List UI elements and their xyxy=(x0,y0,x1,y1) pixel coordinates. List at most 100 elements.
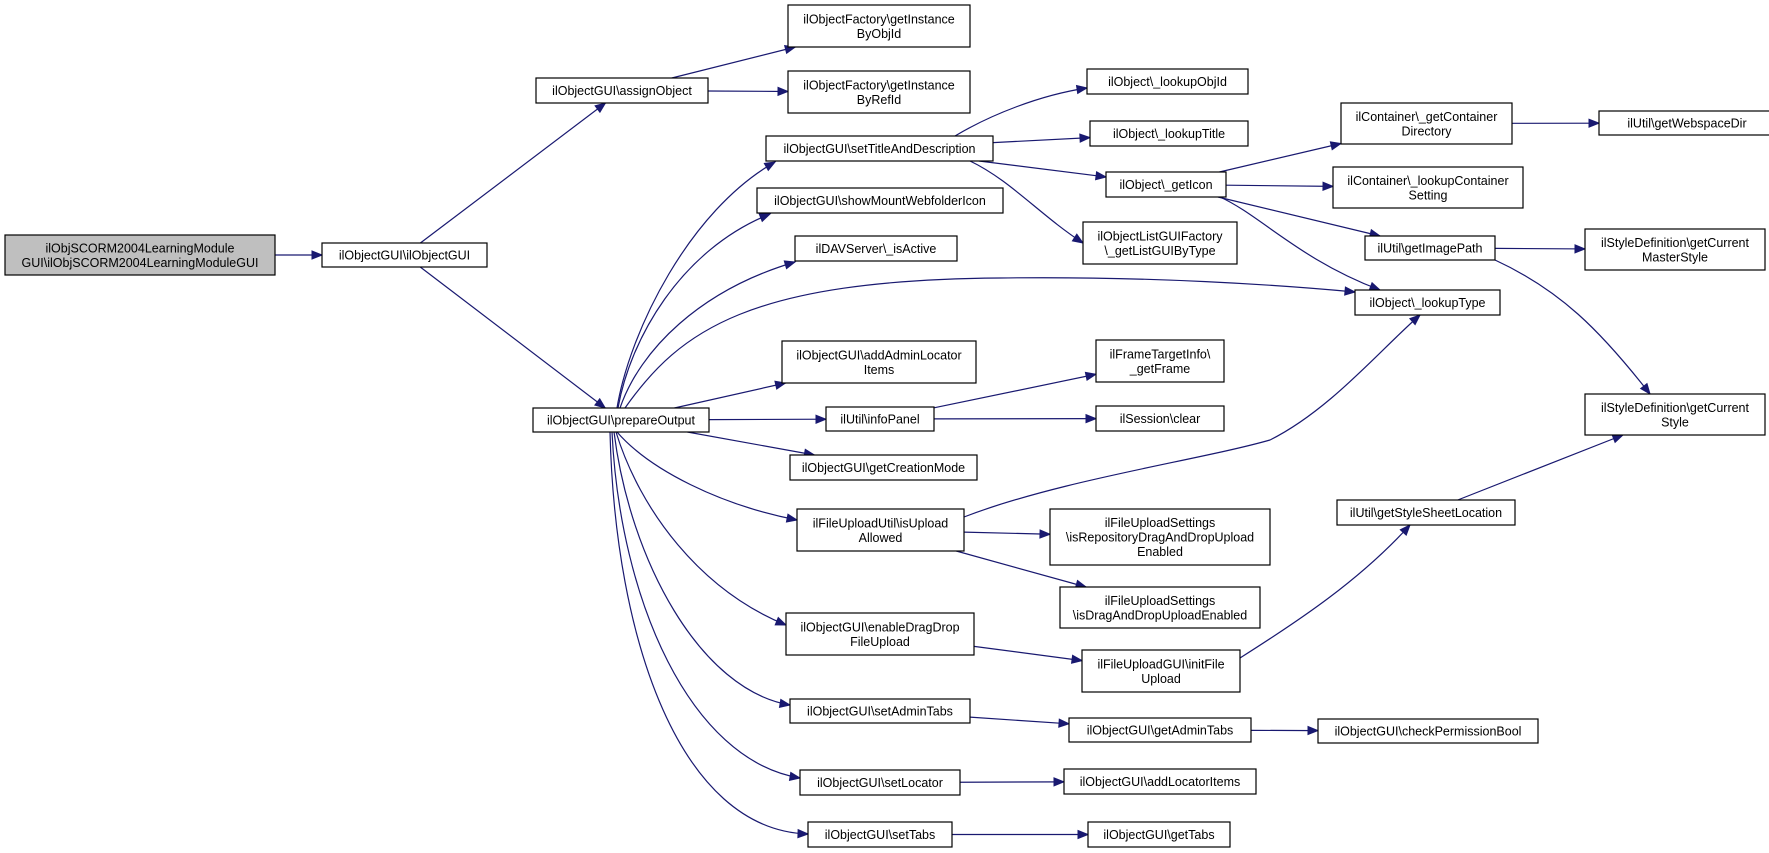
graph-node-cssLoc[interactable]: ilUtil\getStyleSheetLocation xyxy=(1336,499,1516,526)
edge-imgPath-to-curStyle xyxy=(1494,259,1651,396)
node-box xyxy=(1082,221,1238,265)
graph-node-setTitle[interactable]: ilObjectGUI\setTitleAndDescription xyxy=(765,135,994,162)
graph-node-setTabs[interactable]: ilObjectGUI\setTabs xyxy=(807,821,953,848)
edge-prep-to-setAdminTabs xyxy=(613,431,792,708)
node-label: ilObjectGUI\prepareOutput xyxy=(547,414,696,428)
graph-node-getAdminTabs[interactable]: ilObjectGUI\getAdminTabs xyxy=(1068,717,1252,743)
graph-node-ctor[interactable]: ilObjectGUI\ilObjectGUI xyxy=(321,242,488,268)
edge-ctor-to-assign xyxy=(420,102,607,244)
graph-node-repoDD[interactable]: ilFileUploadSettings\isRepositoryDragAnd… xyxy=(1049,508,1271,566)
graph-node-setLocator[interactable]: ilObjectGUI\setLocator xyxy=(799,769,961,796)
node-box xyxy=(781,340,977,384)
node-label: FileUpload xyxy=(850,635,910,649)
graph-node-setAdminTabs[interactable]: ilObjectGUI\setAdminTabs xyxy=(789,698,971,724)
node-label: ilObjectGUI\checkPermissionBool xyxy=(1335,725,1522,739)
graph-node-imgPath[interactable]: ilUtil\getImagePath xyxy=(1364,235,1496,261)
node-box xyxy=(1095,405,1225,432)
node-label: \isDragAndDropUploadEnabled xyxy=(1073,608,1247,622)
graph-node-getIcon[interactable]: ilObject\_getIcon xyxy=(1105,171,1227,198)
node-label: Setting xyxy=(1409,188,1448,202)
node-label: ilObject\_getIcon xyxy=(1119,178,1212,192)
node-box xyxy=(1089,120,1249,147)
node-label: Allowed xyxy=(859,531,903,545)
node-box xyxy=(1068,717,1252,743)
node-label: ilObjectGUI\addLocatorItems xyxy=(1080,775,1241,789)
graph-node-ddEnabled[interactable]: ilFileUploadSettings\isDragAndDropUpload… xyxy=(1059,586,1261,629)
node-box xyxy=(1105,171,1227,198)
node-label: ilObjectGUI\enableDragDrop xyxy=(800,620,959,634)
edge-setTabs-to-getTabs xyxy=(952,829,1090,840)
node-label: ilObjectFactory\getInstance xyxy=(803,12,955,26)
node-label: ilStyleDefinition\getCurrent xyxy=(1601,236,1750,250)
node-label: ilObjectGUI\getCreationMode xyxy=(802,461,965,475)
graph-node-listGUI[interactable]: ilObjectListGUIFactory\_getListGUIByType xyxy=(1082,221,1238,265)
node-box xyxy=(765,135,994,162)
graph-node-getTabs[interactable]: ilObjectGUI\getTabs xyxy=(1087,821,1231,848)
node-label: ilObjectGUI\setTabs xyxy=(825,828,935,842)
graph-node-info[interactable]: ilUtil\infoPanel xyxy=(825,406,935,432)
node-box xyxy=(1086,68,1249,95)
graph-node-getFrame[interactable]: ilFrameTargetInfo\_getFrame xyxy=(1095,339,1225,383)
node-label: ilObject\_lookupType xyxy=(1369,296,1485,310)
edge-uploadAllowed-to-repoDD xyxy=(963,529,1052,539)
graph-node-webspace[interactable]: ilUtil\getWebspaceDir xyxy=(1598,110,1769,136)
edge-info-to-sessClear xyxy=(933,413,1098,424)
graph-node-lookupObjId[interactable]: ilObject\_lookupObjId xyxy=(1086,68,1249,95)
graph-node-checkPerm[interactable]: ilObjectGUI\checkPermissionBool xyxy=(1317,718,1539,744)
node-label: ilSession\clear xyxy=(1120,412,1201,426)
node-box xyxy=(1049,508,1271,566)
graph-node-root[interactable]: ilObjSCORM2004LearningModuleGUI\ilObjSCO… xyxy=(4,234,276,276)
node-label: Enabled xyxy=(1137,545,1183,559)
node-label: ilObjectGUI\setAdminTabs xyxy=(807,705,953,719)
graph-node-dav[interactable]: ilDAVServer\_isActive xyxy=(794,235,958,262)
node-label: ilObjectGUI\addAdminLocator xyxy=(796,348,961,362)
node-label: ilContainer\_lookupContainer xyxy=(1347,174,1508,188)
node-label: ilObjectListGUIFactory xyxy=(1097,229,1223,243)
node-box xyxy=(807,821,953,848)
edge-assign-to-factRef xyxy=(707,86,790,97)
edge-setTitle-to-lookupTitle xyxy=(992,133,1092,144)
node-label: ilFileUploadUtil\isUpload xyxy=(813,516,949,530)
node-label: MasterStyle xyxy=(1642,250,1708,264)
node-box xyxy=(789,454,978,481)
edge-setLocator-to-addLocItems xyxy=(959,777,1066,787)
node-box xyxy=(1336,499,1516,526)
node-box xyxy=(4,234,276,276)
graph-node-sessClear[interactable]: ilSession\clear xyxy=(1095,405,1225,432)
node-label: ilUtil\getWebspaceDir xyxy=(1627,117,1746,131)
graph-node-assign[interactable]: ilObjectGUI\assignObject xyxy=(535,77,709,104)
edge-getAdminTabs-to-checkPerm xyxy=(1250,725,1320,736)
node-box xyxy=(535,77,709,104)
graph-node-creation[interactable]: ilObjectGUI\getCreationMode xyxy=(789,454,978,481)
edge-prep-to-setLocator xyxy=(611,431,802,781)
edge-ctor-to-prep xyxy=(419,266,607,409)
node-box xyxy=(1584,393,1766,436)
node-label: ByRefId xyxy=(857,93,902,107)
graph-node-prep[interactable]: ilObjectGUI\prepareOutput xyxy=(532,407,710,433)
graph-node-addLocItems[interactable]: ilObjectGUI\addLocatorItems xyxy=(1063,768,1257,795)
node-box xyxy=(796,508,965,552)
node-label: ilObject\_lookupTitle xyxy=(1113,127,1225,141)
graph-node-mount[interactable]: ilObjectGUI\showMountWebfolderIcon xyxy=(756,187,1004,214)
node-label: ilObjectFactory\getInstance xyxy=(803,78,955,92)
edge-prep-to-addAdmin xyxy=(674,380,787,409)
node-box xyxy=(1340,102,1513,145)
edge-root-to-ctor xyxy=(275,250,324,260)
edge-prep-to-dav xyxy=(619,260,797,409)
graph-node-lookupTitle[interactable]: ilObject\_lookupTitle xyxy=(1089,120,1249,147)
node-label: _getFrame xyxy=(1129,362,1190,376)
node-label: ilObjectGUI\setLocator xyxy=(817,776,943,790)
node-label: \_getListGUIByType xyxy=(1104,244,1215,258)
graph-node-lookupType[interactable]: ilObject\_lookupType xyxy=(1354,289,1501,316)
